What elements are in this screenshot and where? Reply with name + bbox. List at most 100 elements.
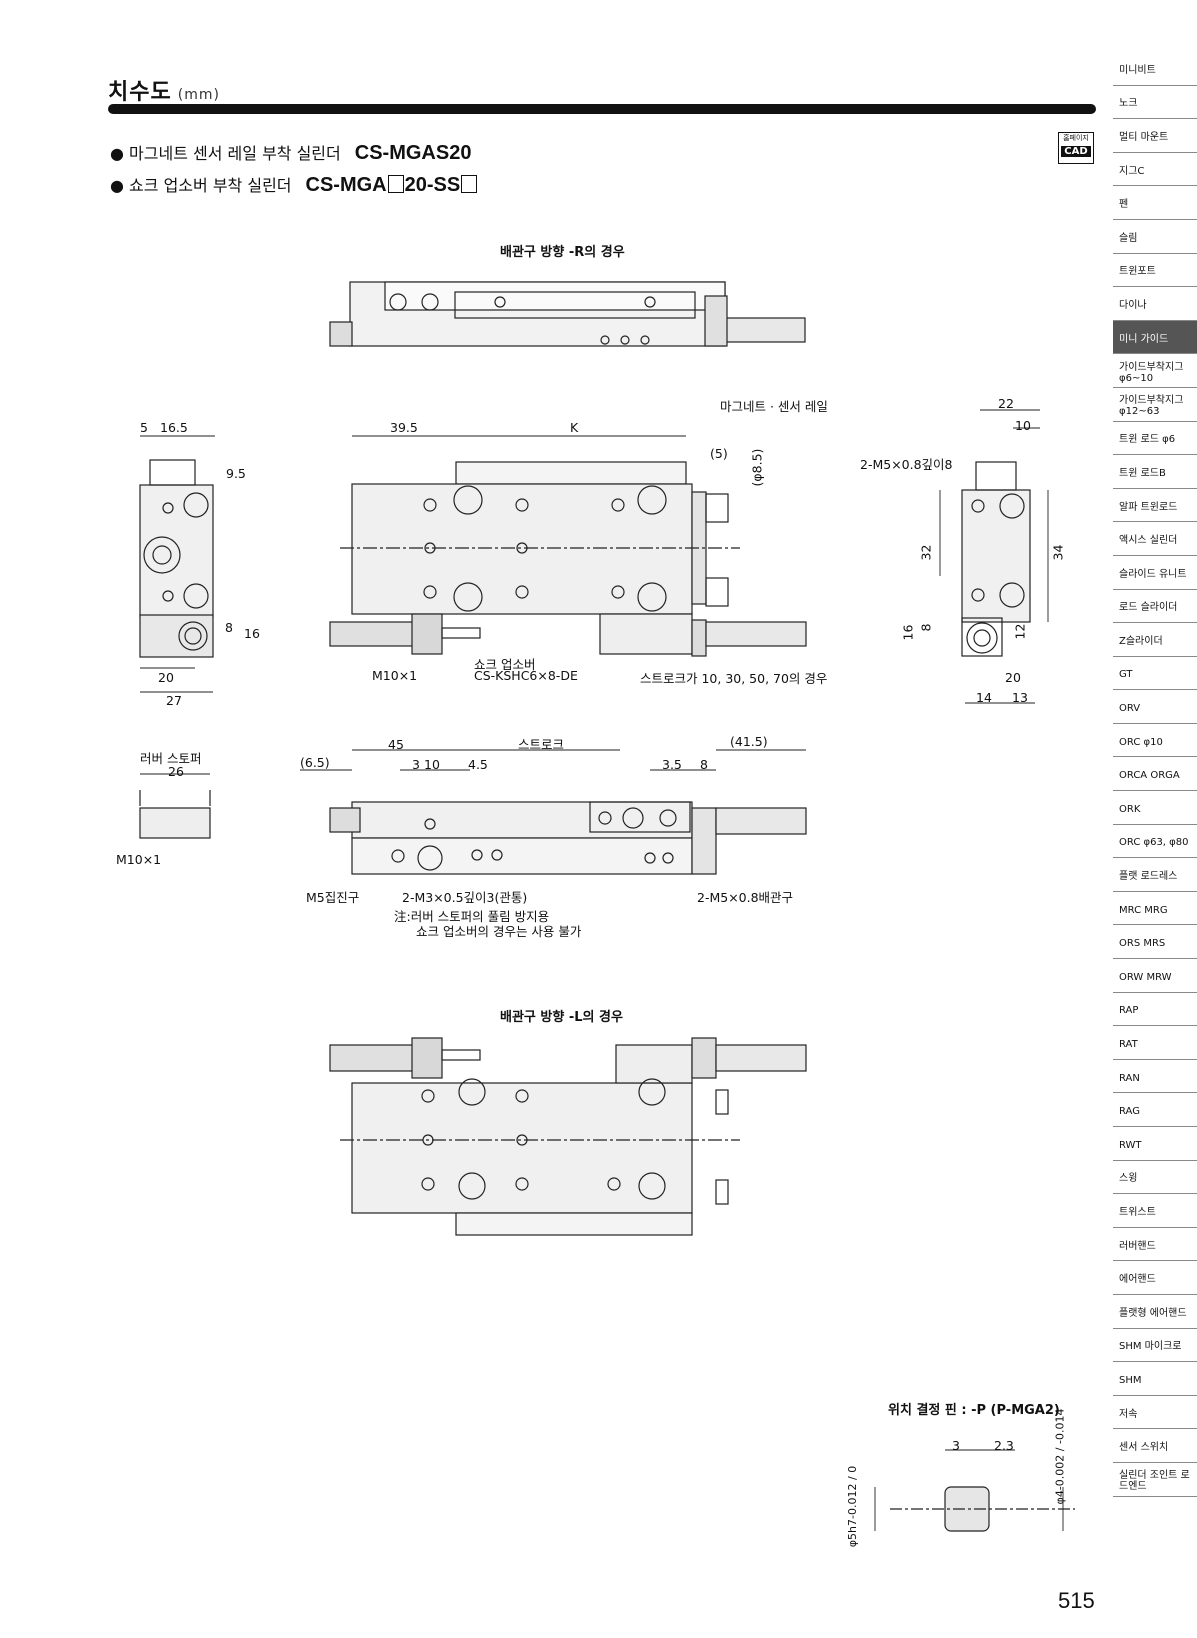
dim-45: 45 bbox=[388, 737, 404, 752]
rubber-stopper bbox=[139, 790, 211, 839]
sidebar-item[interactable]: ORC φ63, φ80 bbox=[1113, 825, 1197, 859]
dim-3: 3 bbox=[412, 757, 420, 772]
dim-16: 16 bbox=[244, 626, 260, 641]
caption-view-r: 배관구 방향 -R의 경우 bbox=[500, 245, 625, 260]
m10-label: M10×1 bbox=[372, 668, 418, 683]
sidebar-item[interactable]: 트위스트 bbox=[1113, 1194, 1197, 1228]
stroke-note: 스트로크가 10, 30, 50, 70의 경우 bbox=[640, 671, 828, 686]
sidebar-nav: 미니비트 노크 멀티 마운트 지그C 펜 슬림 트윈포트 다이나 미니 가이드 … bbox=[1113, 52, 1197, 1497]
m10b-label: M10×1 bbox=[116, 852, 162, 867]
sidebar-item[interactable]: 트윈 로드B bbox=[1113, 455, 1197, 489]
pin-phi-4: φ4-0.002 / -0.014 bbox=[1053, 1408, 1067, 1505]
dim-3-5: 3.5 bbox=[662, 757, 682, 772]
sidebar-item[interactable]: 플랫 로드레스 bbox=[1113, 858, 1197, 892]
dim-8b: 8 bbox=[918, 623, 934, 632]
sidebar-item[interactable]: Z슬라이더 bbox=[1113, 623, 1197, 657]
pin-phi-5h7: φ5h7-0.012 / 0 bbox=[846, 1465, 860, 1548]
sidebar-item[interactable]: 스윙 bbox=[1113, 1161, 1197, 1195]
plan-view bbox=[329, 801, 807, 875]
m5-pipe-label: 2-M5×0.8배관구 bbox=[697, 890, 794, 905]
sidebar-item[interactable]: 가이드부착지그 φ12~63 bbox=[1113, 388, 1197, 422]
sidebar-item[interactable]: ORC φ10 bbox=[1113, 724, 1197, 758]
dim-26: 26 bbox=[168, 764, 184, 779]
sidebar-item[interactable]: 지그C bbox=[1113, 153, 1197, 187]
dim-phi-8-5: (φ8.5) bbox=[749, 448, 765, 487]
shock-label-2: CS-KSHC6×8-DE bbox=[474, 668, 578, 683]
shock-label-1: 쇼크 업소버 bbox=[474, 657, 536, 672]
sidebar-item[interactable]: 다이나 bbox=[1113, 287, 1197, 321]
sidebar-item[interactable]: RAP bbox=[1113, 993, 1197, 1027]
dim-4-5: 4.5 bbox=[468, 757, 488, 772]
dim-5: 5 bbox=[140, 420, 148, 435]
sidebar-item[interactable]: 슬림 bbox=[1113, 220, 1197, 254]
sidebar-item[interactable]: 로드 슬라이더 bbox=[1113, 590, 1197, 624]
sidebar-item[interactable]: SHM bbox=[1113, 1362, 1197, 1396]
sidebar-item[interactable]: 플랫형 에어핸드 bbox=[1113, 1295, 1197, 1329]
dim-8c: 8 bbox=[700, 757, 708, 772]
sidebar-item[interactable]: 센서 스위치 bbox=[1113, 1429, 1197, 1463]
m5-deep-label: 2-M5×0.8깊이8 bbox=[860, 457, 953, 472]
sidebar-item[interactable]: RAG bbox=[1113, 1093, 1197, 1127]
page-number: 515 bbox=[1058, 1588, 1095, 1613]
page-title: 치수도(mm) bbox=[108, 80, 220, 105]
right-side-view bbox=[961, 461, 1031, 657]
dim-27: 27 bbox=[166, 693, 182, 708]
dim-16b: 16 bbox=[900, 624, 916, 641]
dim-20b: 20 bbox=[1005, 670, 1021, 685]
dim-20: 20 bbox=[158, 670, 174, 685]
sidebar-item[interactable]: RWT bbox=[1113, 1127, 1197, 1161]
sidebar-item[interactable]: 가이드부착지그 φ6~10 bbox=[1113, 354, 1197, 388]
note-1: 注:러버 스토퍼의 풀림 방지용 bbox=[394, 909, 550, 924]
front-view-r bbox=[329, 461, 807, 657]
dim-6-5: (6.5) bbox=[300, 755, 330, 770]
top-view-r bbox=[329, 281, 806, 347]
dim-8: 8 bbox=[225, 620, 233, 635]
pin-dim-3: 3 bbox=[952, 1438, 960, 1453]
sidebar-item[interactable]: ORK bbox=[1113, 791, 1197, 825]
rubber-label: 러버 스토퍼 bbox=[140, 751, 202, 766]
sidebar-item[interactable]: 러버핸드 bbox=[1113, 1228, 1197, 1262]
dim-9-5: 9.5 bbox=[226, 466, 246, 481]
sidebar-item[interactable]: GT bbox=[1113, 657, 1197, 691]
sidebar-item[interactable]: RAN bbox=[1113, 1060, 1197, 1094]
dim-stroke: 스트로크 bbox=[518, 737, 565, 752]
dim-12: 12 bbox=[1012, 623, 1028, 640]
sidebar-item-active[interactable]: 미니 가이드 bbox=[1113, 320, 1197, 355]
sidebar-item[interactable]: SHM 마이크로 bbox=[1113, 1329, 1197, 1363]
sidebar-item[interactable]: ORS MRS bbox=[1113, 925, 1197, 960]
sidebar-item[interactable]: 트윈포트 bbox=[1113, 254, 1197, 288]
caption-view-l: 배관구 방향 -L의 경우 bbox=[500, 1010, 623, 1025]
sidebar-item[interactable]: RAT bbox=[1113, 1026, 1197, 1060]
dim-34: 34 bbox=[1050, 544, 1066, 561]
dim-k: K bbox=[570, 420, 579, 435]
rail-label: 마그네트 · 센서 레일 bbox=[720, 399, 828, 414]
dim-22: 22 bbox=[998, 396, 1014, 411]
sidebar-item[interactable]: 노크 bbox=[1113, 86, 1197, 120]
sidebar-item[interactable]: 알파 트윈로드 bbox=[1113, 489, 1197, 523]
placeholder-box bbox=[387, 175, 404, 193]
unit-label: (mm) bbox=[177, 87, 220, 103]
dim-16-5: 16.5 bbox=[160, 420, 188, 435]
note-2: 쇼크 업소버의 경우는 사용 불가 bbox=[416, 924, 582, 939]
sidebar-item[interactable]: 실린더 조인트 로드엔드 bbox=[1113, 1463, 1197, 1497]
sidebar-item[interactable]: 멀티 마운트 bbox=[1113, 119, 1197, 153]
sidebar-item[interactable]: ORCA ORGA bbox=[1113, 757, 1197, 792]
sidebar-item[interactable]: 에어핸드 bbox=[1113, 1261, 1197, 1295]
sidebar-item[interactable]: 미니비트 bbox=[1113, 52, 1197, 86]
m3-label: 2-M3×0.5깊이3(관통) bbox=[402, 890, 528, 905]
dim-10: 10 bbox=[1015, 418, 1031, 433]
sidebar-item[interactable]: ORW MRW bbox=[1113, 959, 1197, 993]
sidebar-item[interactable]: 펜 bbox=[1113, 186, 1197, 220]
sidebar-item[interactable]: 액시스 실린더 bbox=[1113, 522, 1197, 556]
sidebar-item[interactable]: 트윈 로드 φ6 bbox=[1113, 422, 1197, 456]
sidebar-item[interactable]: ORV bbox=[1113, 690, 1197, 724]
sidebar-item[interactable]: 저속 bbox=[1113, 1396, 1197, 1430]
sidebar-item[interactable]: MRC MRG bbox=[1113, 892, 1197, 926]
placeholder-box bbox=[461, 175, 478, 193]
sidebar-item[interactable]: 슬라이드 유니트 bbox=[1113, 556, 1197, 590]
